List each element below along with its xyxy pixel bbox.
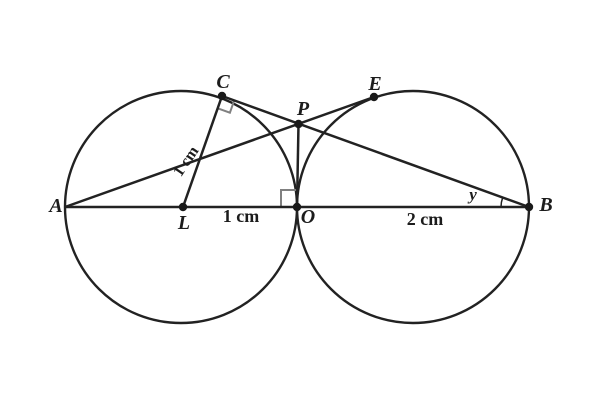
label-segment-LO: 1 cm <box>223 206 259 226</box>
point-dot-L <box>178 202 188 212</box>
label-point-L: L <box>177 212 190 234</box>
right-angle-mark-at-O <box>280 189 298 206</box>
line-AE <box>64 95 375 209</box>
line-CL <box>181 95 224 208</box>
label-point-C: C <box>216 71 230 93</box>
label-segment-OB: 2 cm <box>407 209 443 229</box>
label-point-A: A <box>47 195 62 217</box>
angle-arc-at-B <box>500 197 504 208</box>
right-angle-mark-at-C <box>217 100 236 114</box>
point-dot-O <box>292 202 302 212</box>
point-dot-E <box>369 92 379 102</box>
point-dot-P <box>294 119 303 129</box>
label-angle-y: y <box>467 185 477 204</box>
point-dot-C <box>217 91 227 101</box>
line-CB <box>221 94 530 209</box>
label-point-E: E <box>367 73 381 95</box>
label-point-B: B <box>538 194 552 216</box>
label-point-O: O <box>301 206 315 228</box>
label-point-P: P <box>296 98 310 120</box>
line-PO <box>295 123 300 208</box>
point-dot-B <box>524 202 534 212</box>
